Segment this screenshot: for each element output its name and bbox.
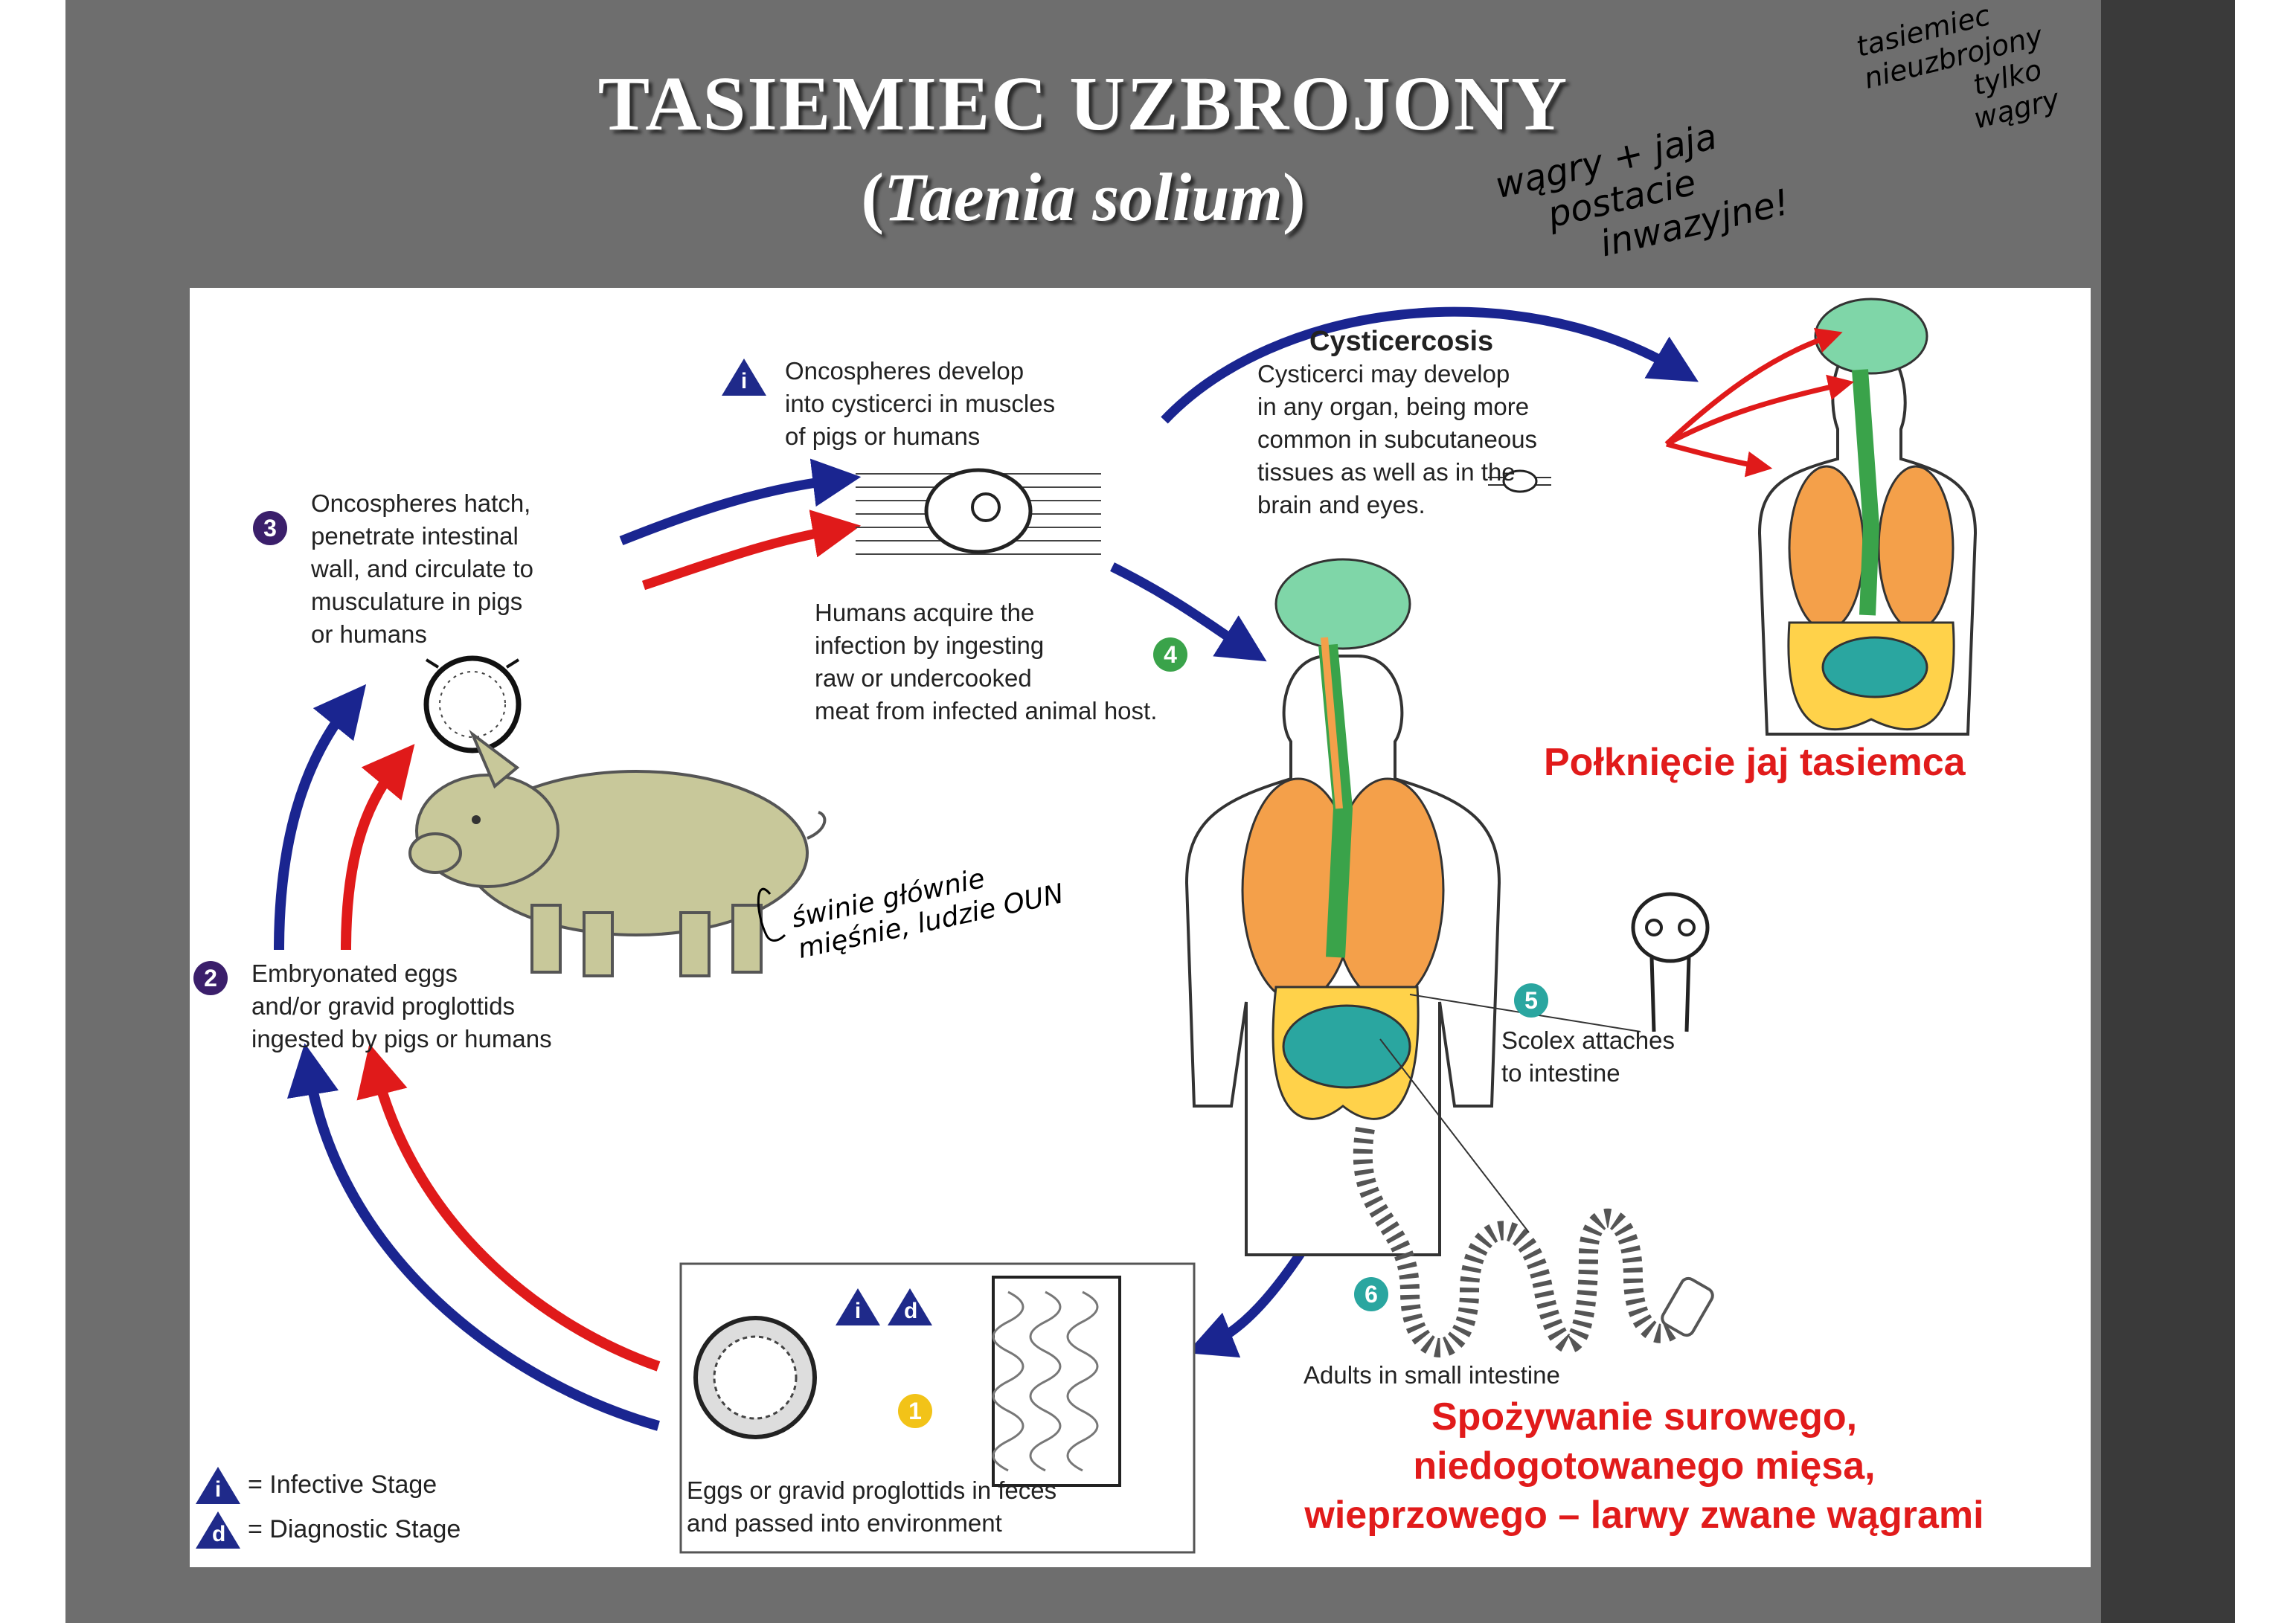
label-line: infection by ingesting xyxy=(815,631,1045,659)
egg-ingestion-note: Połknięcie jaj tasiemca xyxy=(1544,741,1966,784)
step1-box xyxy=(679,1262,1196,1554)
step5-badge: 5 xyxy=(1514,983,1548,1018)
legend-diagnostic-label: = Diagnostic Stage xyxy=(248,1515,461,1543)
label-line: Eggs or gravid proglottids in feces xyxy=(687,1476,1057,1504)
slide-subtitle: (Taenia solium) xyxy=(861,159,1306,235)
diagnostic-symbol: d xyxy=(212,1522,226,1546)
arrow-step1-to-step2-red xyxy=(356,1044,661,1372)
step4-label: Humans acquire the infection by ingestin… xyxy=(815,597,1157,727)
arrow-muscle-to-human-blue xyxy=(1110,562,1267,662)
arrow-step1-to-step2-blue xyxy=(286,1043,660,1431)
label-line: Humans acquire the xyxy=(815,599,1035,626)
step4-badge: 4 xyxy=(1153,637,1187,672)
life-cycle-panel: i Oncospheres develop into cysticerci in… xyxy=(190,288,2091,1567)
arrow-step2-to-step3-blue xyxy=(274,684,367,951)
slide-title: TASIEMIEC UZBROJONY xyxy=(597,61,1569,147)
label-line: of pigs or humans xyxy=(785,422,981,450)
label-line: raw or undercooked xyxy=(815,664,1032,692)
cysticercosis-label: Cysticercosis Cysticerci may develop in … xyxy=(1257,325,1537,521)
label-line: into cysticerci in muscles xyxy=(785,390,1056,417)
label-line: Scolex attaches xyxy=(1501,1026,1675,1054)
label-line: ingested by pigs or humans xyxy=(251,1025,552,1052)
label-line: wall, and circulate to xyxy=(311,555,533,582)
pig-illustration xyxy=(408,729,827,977)
side-bar xyxy=(2101,0,2235,1623)
step3-label: Oncospheres hatch, penetrate intestinal … xyxy=(311,487,533,651)
raw-meat-note: Spożywanie surowego, niedogotowanego mię… xyxy=(1202,1392,2087,1540)
legend-infective-icon: i xyxy=(196,1467,240,1504)
pig-note-bracket xyxy=(757,887,786,942)
label-line: penetrate intestinal xyxy=(311,522,519,550)
step6-badge: 6 xyxy=(1354,1277,1388,1311)
step1-badge: 1 xyxy=(898,1394,932,1428)
note-line: niedogotowanego mięsa, xyxy=(1413,1444,1876,1488)
label-line: and passed into environment xyxy=(687,1509,1002,1537)
step2-badge: 2 xyxy=(193,961,228,995)
diagnostic-symbol: d xyxy=(904,1299,918,1323)
note-line: Spożywanie surowego, xyxy=(1431,1395,1858,1439)
oncosphere-illustration xyxy=(423,655,522,753)
step6-label: Adults in small intestine xyxy=(1303,1361,1560,1389)
muscle-cysticercus-illustration xyxy=(856,468,1101,555)
label-line: in any organ, being more xyxy=(1257,393,1530,420)
legend-infective-label: = Infective Stage xyxy=(248,1471,437,1499)
label-line: musculature in pigs xyxy=(311,588,523,615)
adult-tapeworm-illustration xyxy=(1353,1038,1714,1357)
label-line: Cysticerci may develop xyxy=(1257,360,1510,388)
step2-label: Embryonated eggs and/or gravid proglotti… xyxy=(251,957,552,1055)
arrow-step3-to-muscle-red xyxy=(641,510,862,591)
arrow-step2-to-step3-red xyxy=(341,744,415,951)
label-line: Oncospheres develop xyxy=(785,357,1024,385)
infective-stage-icon: i xyxy=(722,359,766,396)
step1-label: Eggs or gravid proglottids in feces and … xyxy=(687,1474,1056,1540)
diagnostic-stage-icon-step1: d xyxy=(888,1288,932,1325)
label-line: Oncospheres hatch, xyxy=(311,489,531,517)
cysticercosis-human-illustration xyxy=(1488,298,1978,736)
step3-badge: 3 xyxy=(253,511,287,545)
label-line: Embryonated eggs xyxy=(251,960,458,987)
arrow-step3-to-muscle-blue xyxy=(619,458,862,546)
infective-symbol: i xyxy=(214,1477,222,1502)
step5-label: Scolex attaches to intestine xyxy=(1501,1024,1675,1090)
cysticercosis-heading: Cysticercosis xyxy=(1309,326,1494,357)
label-line: to intestine xyxy=(1501,1059,1620,1087)
infective-stage-icon-step1: i xyxy=(836,1288,880,1325)
arrow-to-cysticercosis-blue xyxy=(1161,306,1699,424)
human-body-illustration xyxy=(1184,558,1501,1256)
label-line: tissues as well as in the xyxy=(1257,458,1516,486)
life-cycle-diagram xyxy=(274,298,1978,1554)
latin-name: Taenia solium xyxy=(884,159,1283,235)
oncospheres-develop-label: Oncospheres develop into cysticerci in m… xyxy=(785,355,1055,453)
label-line: common in subcutaneous xyxy=(1257,425,1538,453)
label-line: or humans xyxy=(311,620,427,648)
note-line: wieprzowego – larwy zwane wągrami xyxy=(1304,1494,1984,1537)
infective-symbol: i xyxy=(854,1299,862,1323)
legend-diagnostic-icon: d xyxy=(196,1511,240,1549)
label-line: and/or gravid proglottids xyxy=(251,992,516,1020)
label-line: brain and eyes. xyxy=(1257,491,1426,518)
label-line: meat from infected animal host. xyxy=(815,697,1158,724)
infective-symbol: i xyxy=(740,369,748,393)
